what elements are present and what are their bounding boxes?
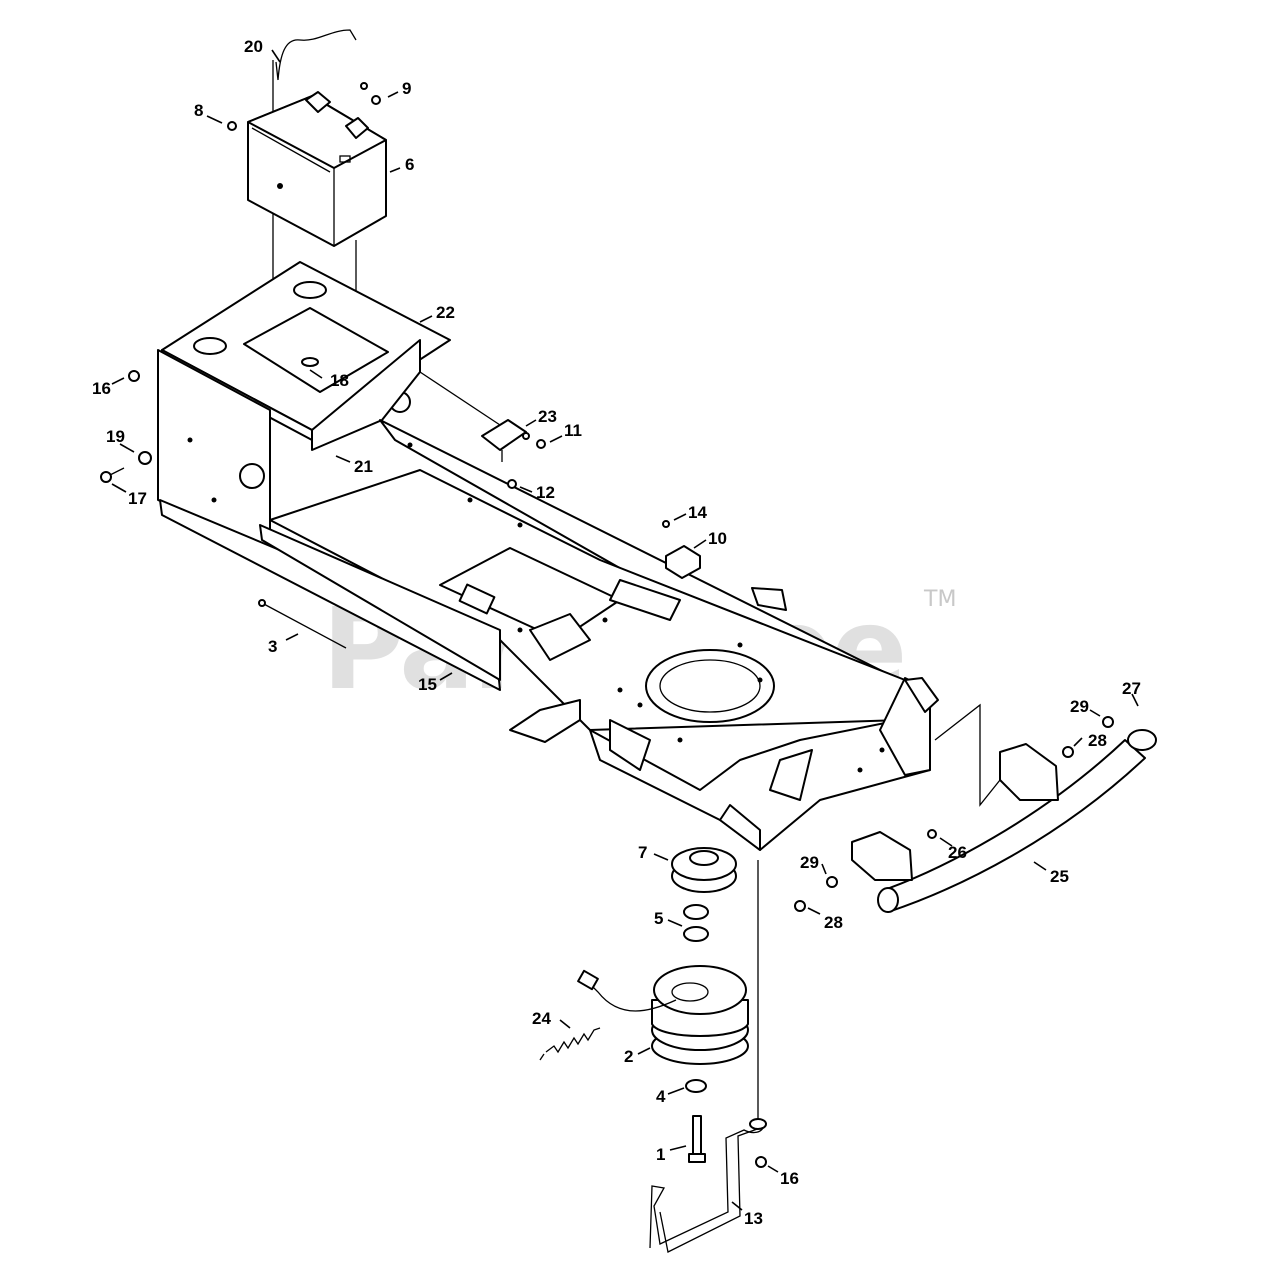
pulley	[671, 847, 737, 893]
bolt-1	[688, 1115, 706, 1163]
callout-20: 20	[244, 37, 263, 56]
callout-23: 23	[538, 407, 557, 426]
bolt-28-lower	[794, 900, 806, 912]
nut-26	[927, 829, 937, 839]
callout-18: 18	[330, 371, 349, 390]
cable-tie	[261, 602, 347, 649]
switch-bracket	[481, 419, 530, 462]
lever-rod	[649, 1119, 764, 1249]
callout-19: 19	[106, 427, 125, 446]
callout-27: 27	[1122, 679, 1141, 698]
callout-15: 15	[418, 675, 437, 694]
bolt-16-lower	[755, 1156, 767, 1168]
washer-5-upper	[683, 904, 709, 920]
callout-11: 11	[564, 421, 582, 440]
callout-22: 22	[436, 303, 455, 322]
pto-clutch	[577, 965, 749, 1065]
spring	[539, 1027, 601, 1061]
callout-21: 21	[354, 457, 373, 476]
bushing-27	[1127, 729, 1157, 751]
spacer-19	[138, 451, 152, 465]
cable-tie-head	[258, 599, 266, 607]
screw-11	[536, 439, 546, 449]
callout-29-lower: 29	[800, 853, 819, 872]
callout-1: 1	[656, 1145, 665, 1164]
washer-4	[685, 1079, 707, 1093]
frame-assembly	[157, 339, 939, 851]
callout-3: 3	[268, 637, 277, 656]
callout-14: 14	[688, 503, 707, 522]
nut-12	[507, 479, 517, 489]
bolt-8	[227, 121, 237, 131]
callout-7: 7	[638, 843, 647, 862]
battery-strap	[275, 29, 357, 81]
callout-28-lower: 28	[824, 913, 843, 932]
bolt-16	[128, 370, 140, 382]
callout-13: 13	[744, 1209, 763, 1228]
frame-rail	[259, 524, 501, 681]
callout-8: 8	[194, 101, 203, 120]
bolt-17	[100, 467, 125, 483]
callout-9: 9	[402, 79, 411, 98]
watermark-trademark: TM	[923, 587, 956, 612]
bolt-28-upper	[1062, 746, 1074, 758]
front-axle	[851, 739, 1146, 913]
battery	[247, 91, 387, 247]
leader-lines	[111, 49, 1139, 1211]
callout-16: 16	[92, 379, 111, 398]
callout-10: 10	[708, 529, 727, 548]
callout-17: 17	[128, 489, 147, 508]
switch-10	[665, 545, 701, 579]
callout-5: 5	[654, 909, 663, 928]
callout-6: 6	[405, 155, 414, 174]
screw-14	[662, 520, 670, 528]
washer-5	[683, 926, 709, 942]
callout-12: 12	[536, 483, 555, 502]
lever-eye	[749, 1118, 767, 1130]
bracket-alignment-line	[419, 371, 501, 426]
callout-24: 24	[532, 1009, 551, 1028]
callout-26: 26	[948, 843, 967, 862]
callout-4: 4	[656, 1087, 666, 1106]
callout-28: 28	[1088, 731, 1107, 750]
nut-9	[371, 95, 381, 105]
callout-29: 29	[1070, 697, 1089, 716]
callout-25: 25	[1050, 867, 1069, 886]
nut-9-upper	[360, 82, 368, 90]
callout-2: 2	[624, 1047, 633, 1066]
lever-rod-2	[659, 1127, 761, 1253]
callouts: 20 9 8 6 22 16 18 19 23 11 21 17 12 14 1…	[92, 37, 1141, 1228]
axle-alignment-line	[934, 703, 1001, 807]
bolt-29-upper	[1102, 716, 1114, 728]
callout-16-lower: 16	[780, 1169, 799, 1188]
bolt-29-lower	[826, 876, 838, 888]
